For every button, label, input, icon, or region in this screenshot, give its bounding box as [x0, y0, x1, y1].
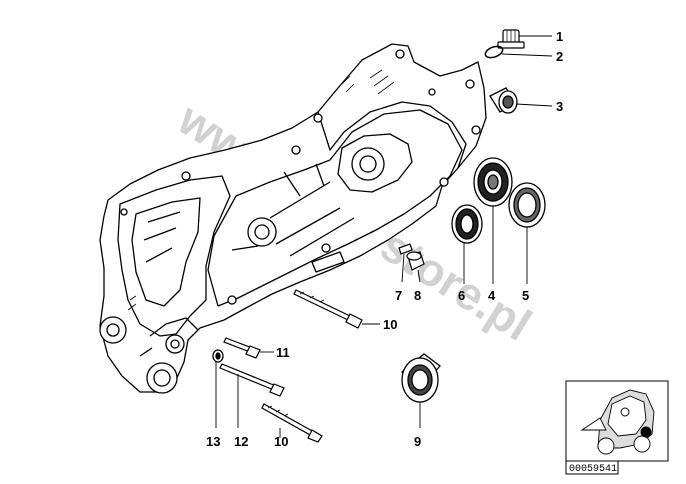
part-10-bolt-lower — [261, 403, 323, 443]
callout-3: 3 — [556, 99, 563, 114]
part-11-bolt — [223, 337, 261, 359]
thumbnail-inset — [565, 380, 669, 462]
callout-2: 2 — [556, 49, 563, 64]
callout-7: 7 — [395, 288, 402, 303]
callout-11: 11 — [276, 345, 290, 360]
crankcase-housing — [99, 43, 487, 394]
part-5-shaft-seal — [508, 182, 546, 228]
callout-6: 6 — [458, 288, 465, 303]
part-9-seal — [401, 353, 441, 403]
callout-12: 12 — [234, 434, 248, 449]
reference-box: 00059541 — [565, 460, 619, 475]
callout-4: 4 — [488, 288, 496, 303]
scooter-thumbnail — [580, 389, 655, 455]
part-8-pin — [406, 251, 425, 271]
part-3-bushing — [489, 87, 518, 114]
callout-10-upper: 10 — [383, 317, 397, 332]
part-12-bolt-long — [219, 363, 285, 397]
part-6-bearing — [451, 204, 483, 244]
part-4-bearing — [473, 157, 513, 207]
callout-13: 13 — [206, 434, 220, 449]
callout-10-lower: 10 — [274, 434, 288, 449]
callout-9: 9 — [414, 434, 421, 449]
part-13-washer — [212, 349, 224, 363]
part-10-bolt-upper — [293, 289, 363, 329]
leader-lines — [215, 35, 553, 438]
callout-1: 1 — [556, 29, 563, 44]
reference-number: 00059541 — [569, 464, 617, 475]
part-1-plug — [497, 29, 525, 49]
part-2-washer — [484, 45, 504, 59]
callout-8: 8 — [414, 288, 421, 303]
callout-5: 5 — [522, 288, 529, 303]
part-7-seal-ring — [398, 243, 413, 255]
